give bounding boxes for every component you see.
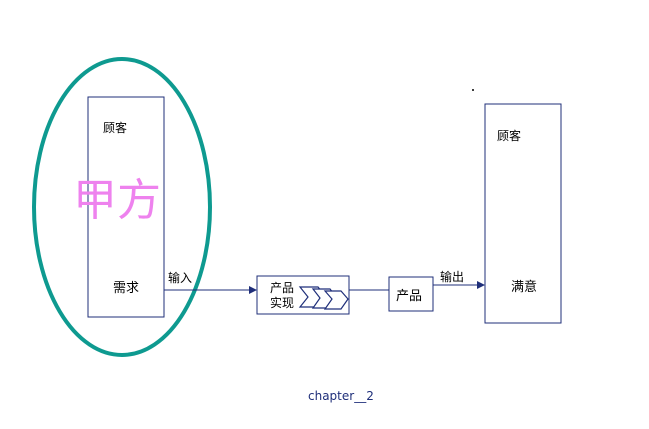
output-label: 输出 <box>440 269 464 284</box>
input-label: 输入 <box>168 270 192 285</box>
left-customer-box <box>87 96 165 318</box>
party-a-overlay: 甲方 <box>73 175 161 226</box>
right-customer-title: 顾客 <box>497 128 521 143</box>
highlight-ellipse <box>32 57 212 357</box>
product-box <box>388 276 434 312</box>
product-label: 产品 <box>396 289 422 304</box>
stray-dot <box>472 89 474 91</box>
right-customer-box <box>484 103 562 324</box>
process-label-line2: 实现 <box>270 295 294 310</box>
right-customer-satisfaction: 满意 <box>511 279 537 295</box>
process-box <box>256 275 350 315</box>
process-label-line1: 产品 <box>270 281 294 295</box>
chevron-arrows-icon <box>298 286 349 310</box>
left-customer-title: 顾客 <box>103 120 127 135</box>
left-customer-need: 需求 <box>113 281 139 296</box>
footer-chapter: chapter__2 <box>308 389 374 403</box>
